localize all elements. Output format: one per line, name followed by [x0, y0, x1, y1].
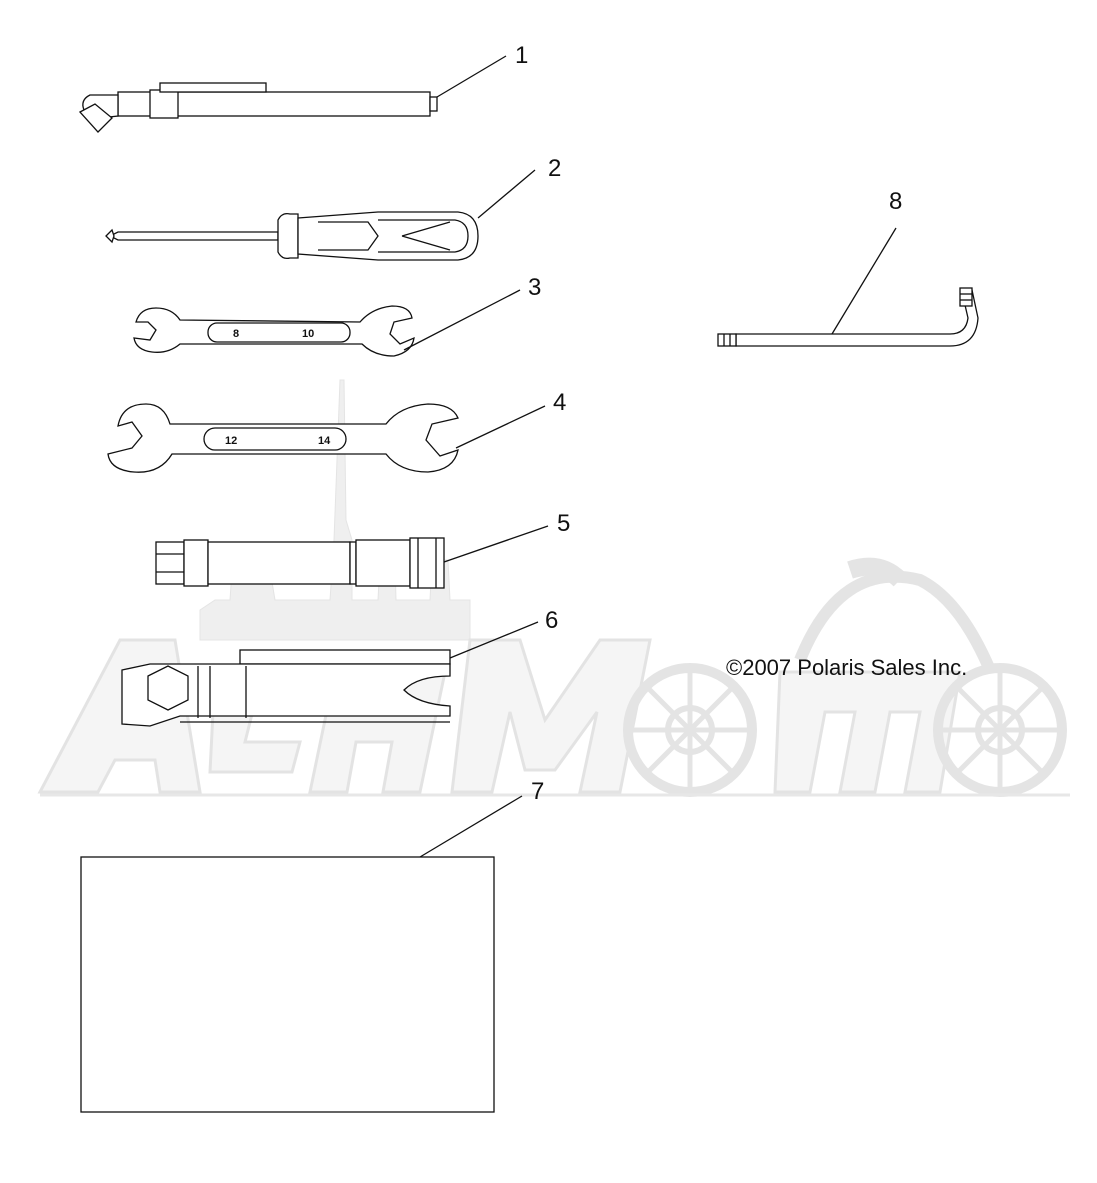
callout-2: 2 — [548, 155, 561, 182]
callout-3: 3 — [528, 274, 541, 301]
wrench-large-size-right: 14 — [318, 435, 331, 447]
watermark-logo — [37, 379, 1070, 797]
callout-8: 8 — [889, 188, 902, 215]
copyright-notice: ©2007 Polaris Sales Inc. — [726, 655, 967, 680]
part-7-manual — [80, 795, 523, 1113]
callout-6: 6 — [545, 607, 558, 634]
callout-4: 4 — [553, 389, 566, 416]
part-2-screwdriver — [105, 169, 536, 261]
part-5-spark-plug-socket — [155, 525, 549, 589]
part-4-wrench-large: 12 14 — [107, 403, 546, 473]
part-3-wrench-small: 8 10 — [133, 289, 521, 357]
callout-1: 1 — [515, 42, 528, 69]
wrench-large-size-left: 12 — [225, 435, 237, 447]
part-1-tire-gauge — [78, 55, 507, 133]
wrench-small-size-right: 10 — [302, 328, 314, 340]
callout-5: 5 — [557, 510, 570, 537]
part-8-hex-key — [717, 227, 979, 347]
callout-7: 7 — [531, 778, 544, 805]
part-6-plug-wrench — [121, 621, 539, 727]
wrench-small-size-left: 8 — [233, 328, 239, 340]
